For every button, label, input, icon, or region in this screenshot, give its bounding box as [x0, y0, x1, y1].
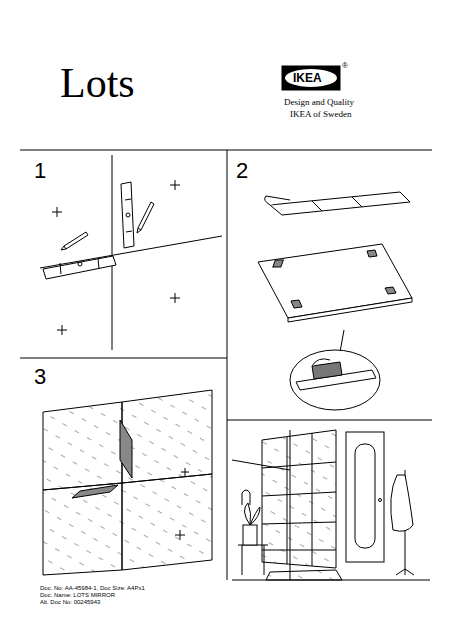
doc-info: Alt. Doc No: 00245943 [40, 599, 100, 605]
tagline: Design and Quality [284, 98, 354, 107]
panel-3-art [43, 390, 212, 575]
panel-4-art [232, 430, 430, 580]
panel-frame [20, 150, 432, 580]
doc-info: Doc. Name: LOTS MIRROR [40, 592, 115, 598]
step-number: 3 [34, 366, 46, 388]
title: Lots [60, 62, 135, 104]
logo-box [282, 66, 340, 90]
panel-1-art [40, 155, 222, 350]
logo-oval [285, 69, 337, 87]
logo-text: IKEA [293, 72, 322, 84]
doc-info: Doc. No: AA-45984-1, Doc Size: A4Px1 [40, 585, 145, 591]
panel-2-art [258, 192, 412, 410]
tagline: IKEA of Sweden [290, 110, 352, 119]
registered-mark: ® [342, 62, 348, 70]
step-number: 1 [34, 160, 46, 182]
step-number: 2 [236, 160, 248, 182]
